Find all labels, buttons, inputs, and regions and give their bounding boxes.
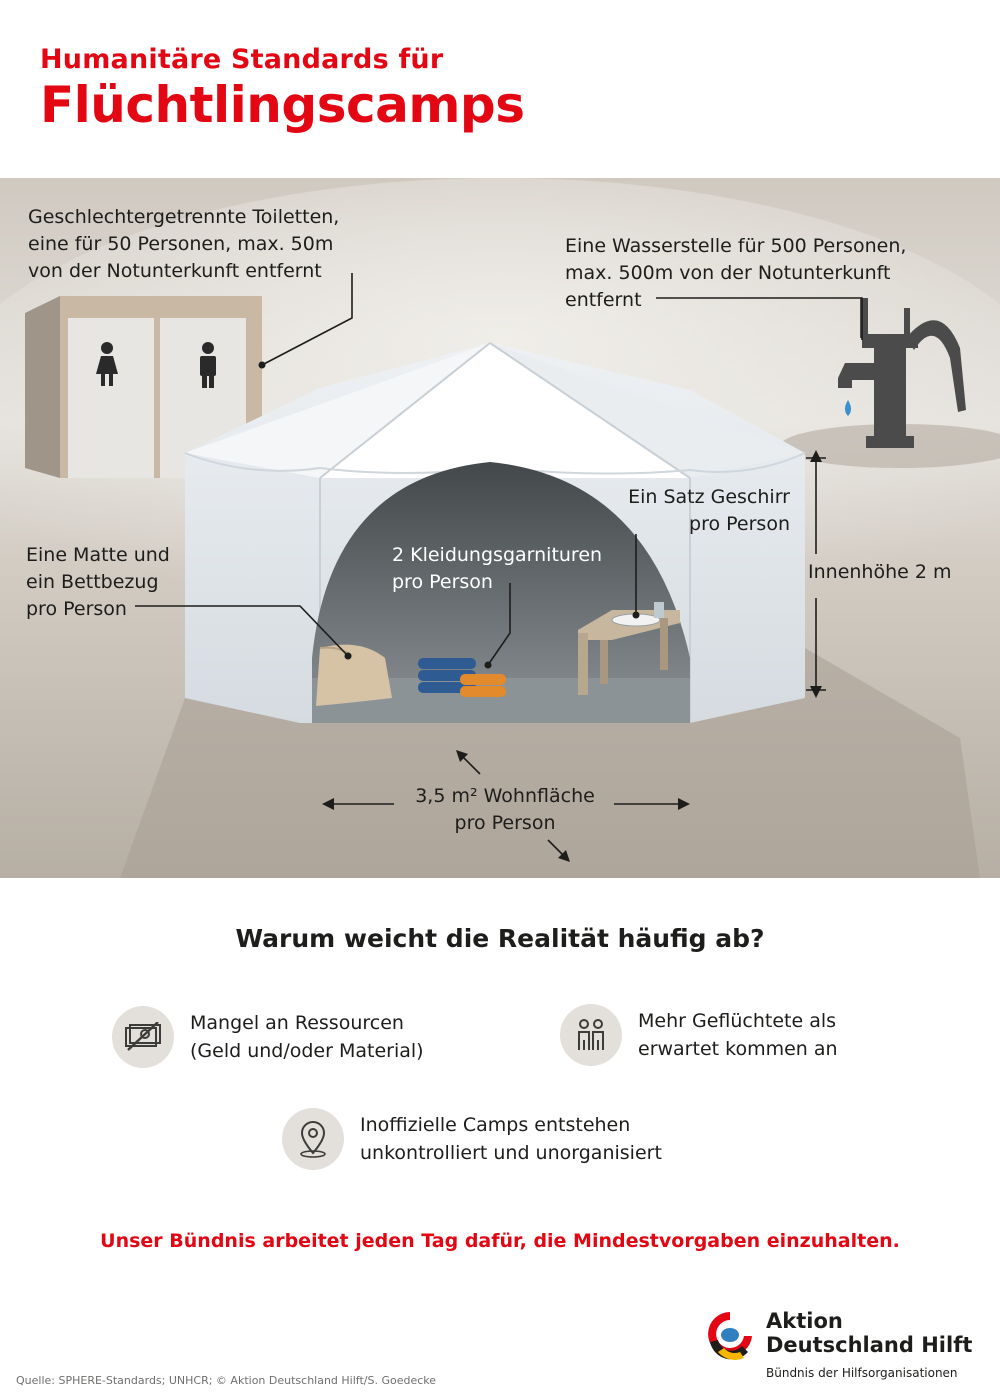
header: Humanitäre Standards für Flüchtlingscamp… bbox=[0, 0, 1000, 178]
clothes-label: 2 Kleidungsgarnituren pro Person bbox=[392, 544, 603, 593]
logo-mark-icon bbox=[708, 1312, 752, 1360]
reason-item: Mehr Geflüchtete als erwartet kommen an bbox=[560, 1004, 838, 1066]
source-note: Quelle: SPHERE-Standards; UNHCR; © Aktio… bbox=[16, 1374, 437, 1387]
call-to-action: Unser Bündnis arbeitet jeden Tag dafür, … bbox=[100, 1230, 900, 1252]
subtitle: Humanitäre Standards für bbox=[40, 44, 444, 75]
reasons-section: Warum weicht die Realität häufig ab? Man… bbox=[0, 878, 1000, 1400]
logo-line-1: Aktion bbox=[766, 1309, 843, 1333]
camp-scene-graphic bbox=[0, 178, 1000, 878]
logo-line-2: Deutschland Hilft bbox=[766, 1333, 973, 1357]
reason-text: Mehr Geflüchtete als erwartet kommen an bbox=[638, 1010, 838, 1060]
logo-tagline: Bündnis der Hilfsorganisationen bbox=[766, 1366, 958, 1380]
reason-item: Inoffizielle Camps entstehen unkontrolli… bbox=[282, 1108, 662, 1170]
area-label: 3,5 m² Wohnfläche pro Person bbox=[415, 785, 595, 834]
dishes-label: Ein Satz Geschirr pro Person bbox=[628, 486, 790, 535]
location-pin-icon bbox=[282, 1108, 344, 1170]
height-label: Innenhöhe 2 m bbox=[808, 561, 952, 583]
reason-text: Inoffizielle Camps entstehen unkontrolli… bbox=[360, 1114, 662, 1164]
people-icon bbox=[560, 1004, 622, 1066]
page-title: Flüchtlingscamps bbox=[40, 76, 525, 134]
mat-label: Eine Matte und ein Bettbezug pro Person bbox=[26, 544, 170, 620]
camp-illustration: Geschlechtergetrennte Toiletten, eine fü… bbox=[0, 178, 1000, 878]
water-label: Eine Wasserstelle für 500 Personen, max.… bbox=[565, 235, 907, 311]
reason-item: Mangel an Ressourcen (Geld und/oder Mate… bbox=[112, 1006, 424, 1068]
reason-text: Mangel an Ressourcen (Geld und/oder Mate… bbox=[190, 1012, 424, 1062]
reasons-heading: Warum weicht die Realität häufig ab? bbox=[235, 924, 765, 953]
toilets-label: Geschlechtergetrennte Toiletten, eine fü… bbox=[28, 206, 340, 282]
no-money-icon bbox=[112, 1006, 174, 1068]
logo: Aktion Deutschland Hilft Bündnis der Hil… bbox=[704, 1308, 994, 1390]
